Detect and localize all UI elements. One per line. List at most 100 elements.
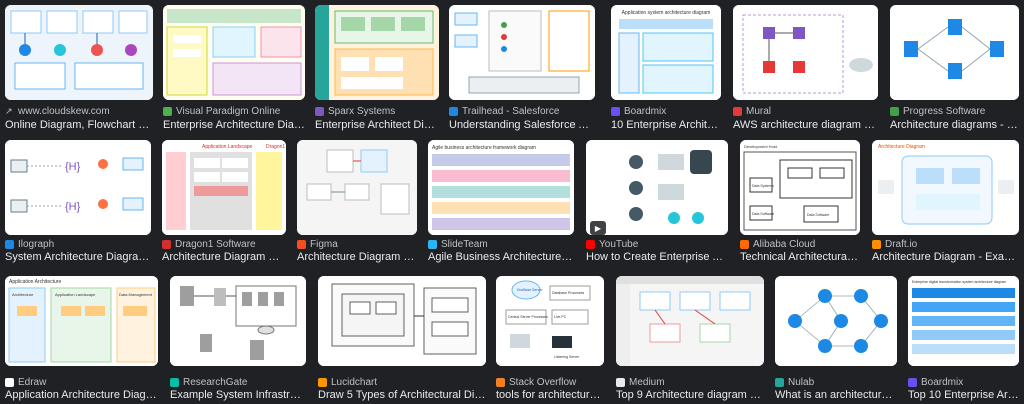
result-thumbnail[interactable]: Enterprise digital transformation system… xyxy=(908,276,1019,366)
result-title[interactable]: Enterprise Architecture Diagram Template… xyxy=(163,119,305,131)
result-source: Edraw xyxy=(5,377,158,388)
result-title[interactable]: Example System Infrastructure Diagram xyxy=(170,389,306,401)
result-source: Lucidchart xyxy=(318,377,486,388)
result-source-name: SlideTeam xyxy=(441,239,488,250)
result-card[interactable]: ↗ www.cloudskew.com Online Diagram, Flow… xyxy=(5,5,155,131)
result-thumbnail[interactable]: DocBase Server Database Processes Centra… xyxy=(496,276,604,366)
result-card[interactable]: Figma Architecture Diagram Example xyxy=(297,140,417,263)
result-thumbnail[interactable] xyxy=(890,5,1019,100)
result-title[interactable]: Application Architecture Diagram: A xyxy=(5,389,158,401)
result-title[interactable]: Architecture Diagram - Example - Draft xyxy=(872,251,1019,263)
result-source-name: Trailhead - Salesforce xyxy=(462,106,560,117)
result-card[interactable]: Agile business architecture framework di… xyxy=(428,140,574,263)
result-title[interactable]: 10 Enterprise Architecture xyxy=(611,119,723,131)
result-source: YouTube xyxy=(586,239,728,250)
result-thumbnail[interactable]: Application system architecture diagram xyxy=(611,5,721,100)
result-thumbnail[interactable]: Architecture Diagram xyxy=(872,140,1019,235)
result-thumbnail[interactable] xyxy=(616,276,764,366)
result-thumbnail[interactable] xyxy=(775,276,897,366)
result-title[interactable]: What is an architecture diagram xyxy=(775,389,897,401)
result-card[interactable]: Trailhead - Salesforce Understanding Sal… xyxy=(449,5,595,131)
result-source-name: Draft.io xyxy=(885,239,918,250)
result-thumbnail[interactable] xyxy=(586,140,728,235)
result-title[interactable]: Top 9 Architecture diagram software for xyxy=(616,389,764,401)
thumb-box: Central Server Processes xyxy=(508,315,548,319)
result-thumbnail[interactable]: Application Architecture Architecture Ap… xyxy=(5,276,158,366)
play-icon: ▶ xyxy=(590,221,606,235)
result-title[interactable]: Technical Architectural Diagram xyxy=(740,251,860,263)
result-source-name: Visual Paradigm Online xyxy=(176,106,281,117)
result-thumbnail[interactable] xyxy=(315,5,439,100)
result-title[interactable]: Top 10 Enterprise Architecture xyxy=(908,389,1021,401)
result-card[interactable]: ▶ YouTube How to Create Enterprise Archi… xyxy=(586,140,728,263)
result-title[interactable]: Understanding Salesforce Architecture xyxy=(449,119,595,131)
result-source: Boardmix xyxy=(908,377,1019,388)
result-title[interactable]: Architecture Diagram Definition xyxy=(162,251,286,263)
thumb-title: Application Landscape xyxy=(202,144,253,150)
result-source: Sparx Systems xyxy=(315,106,439,117)
result-card[interactable]: Nulab What is an architecture diagram xyxy=(775,276,897,401)
result-source-name: YouTube xyxy=(599,239,639,250)
result-title[interactable]: System Architecture Diagrams xyxy=(5,251,151,263)
svg-text:{H}: {H} xyxy=(65,201,81,213)
thumb-brand: Dragon1 xyxy=(266,144,285,150)
thumb-label: Data Management xyxy=(119,292,153,297)
result-card[interactable]: ResearchGate Example System Infrastructu… xyxy=(170,276,306,401)
result-title[interactable]: How to Create Enterprise Architecture xyxy=(586,251,728,263)
result-card[interactable]: Development Host Data Systems Data Softw… xyxy=(740,140,860,263)
result-title[interactable]: Enterprise Architect Diagrams xyxy=(315,119,439,131)
result-card[interactable]: {H} {H} Ilograph System Architecture Dia… xyxy=(5,140,151,263)
mural-icon xyxy=(733,107,742,116)
visual-paradigm-icon xyxy=(163,107,172,116)
result-card[interactable]: Progress Software Architecture diagrams … xyxy=(890,5,1019,131)
result-thumbnail[interactable]: Agile business architecture framework di… xyxy=(428,140,574,235)
result-source-name: Lucidchart xyxy=(331,377,378,388)
thumb-box: DocBase Server xyxy=(517,288,543,292)
result-source-name: Stack Overflow xyxy=(509,377,577,388)
result-card[interactable]: Architecture Diagram Draft.io Architectu… xyxy=(872,140,1019,263)
result-thumbnail[interactable]: Application Landscape Dragon1 xyxy=(162,140,286,235)
result-card[interactable]: Application system architecture diagram … xyxy=(611,5,723,131)
result-card[interactable]: Visual Paradigm Online Enterprise Archit… xyxy=(163,5,305,131)
result-thumbnail[interactable] xyxy=(318,276,486,366)
result-thumbnail[interactable]: Development Host Data Systems Data Softw… xyxy=(740,140,860,235)
result-thumbnail[interactable]: {H} {H} xyxy=(5,140,151,235)
result-thumbnail[interactable] xyxy=(170,276,306,366)
result-card[interactable]: Enterprise digital transformation system… xyxy=(908,276,1021,401)
result-source-name: Medium xyxy=(629,377,665,388)
result-card[interactable]: Mural AWS architecture diagram template … xyxy=(733,5,878,131)
result-title[interactable]: tools for architectural diagram xyxy=(496,389,606,401)
slideteam-icon xyxy=(428,240,437,249)
dragon1-icon xyxy=(162,240,171,249)
result-title[interactable]: Draw 5 Types of Architectural Diagrams xyxy=(318,389,486,401)
researchgate-icon xyxy=(170,378,179,387)
result-title[interactable]: Architecture Diagram Example xyxy=(297,251,417,263)
result-thumbnail[interactable] xyxy=(733,5,878,100)
result-source: Progress Software xyxy=(890,106,1019,117)
result-thumbnail[interactable] xyxy=(163,5,305,100)
stackoverflow-icon xyxy=(496,378,505,387)
result-source-name: Boardmix xyxy=(624,106,667,117)
result-card[interactable]: Application Landscape Dragon1 Dragon1 So… xyxy=(162,140,286,263)
result-title[interactable]: Online Diagram, Flowchart Maker | Clouds… xyxy=(5,119,155,131)
sparx-icon xyxy=(315,107,324,116)
result-source-name: Sparx Systems xyxy=(328,106,396,117)
result-thumbnail[interactable] xyxy=(449,5,595,100)
result-card[interactable]: DocBase Server Database Processes Centra… xyxy=(496,276,606,401)
result-thumbnail[interactable] xyxy=(5,5,153,100)
result-card[interactable]: Lucidchart Draw 5 Types of Architectural… xyxy=(318,276,486,401)
medium-icon xyxy=(616,378,625,387)
thumb-label: Application Landscape xyxy=(55,292,96,297)
result-card[interactable]: Application Architecture Architecture Ap… xyxy=(5,276,158,401)
result-source: ResearchGate xyxy=(170,377,306,388)
svg-text:{H}: {H} xyxy=(65,161,81,173)
result-title[interactable]: Architecture diagrams - Sitefinity xyxy=(890,119,1019,131)
result-card[interactable]: Medium Top 9 Architecture diagram softwa… xyxy=(616,276,764,401)
thumb-title: Enterprise digital transformation system… xyxy=(912,280,1006,284)
result-source-name: Progress Software xyxy=(903,106,986,117)
result-thumbnail[interactable] xyxy=(297,140,417,235)
result-title[interactable]: AWS architecture diagram template | xyxy=(733,119,878,131)
thumb-box: Data Software xyxy=(807,213,829,217)
result-title[interactable]: Agile Business Architecture Framework xyxy=(428,251,574,263)
result-card[interactable]: Sparx Systems Enterprise Architect Diagr… xyxy=(315,5,439,131)
